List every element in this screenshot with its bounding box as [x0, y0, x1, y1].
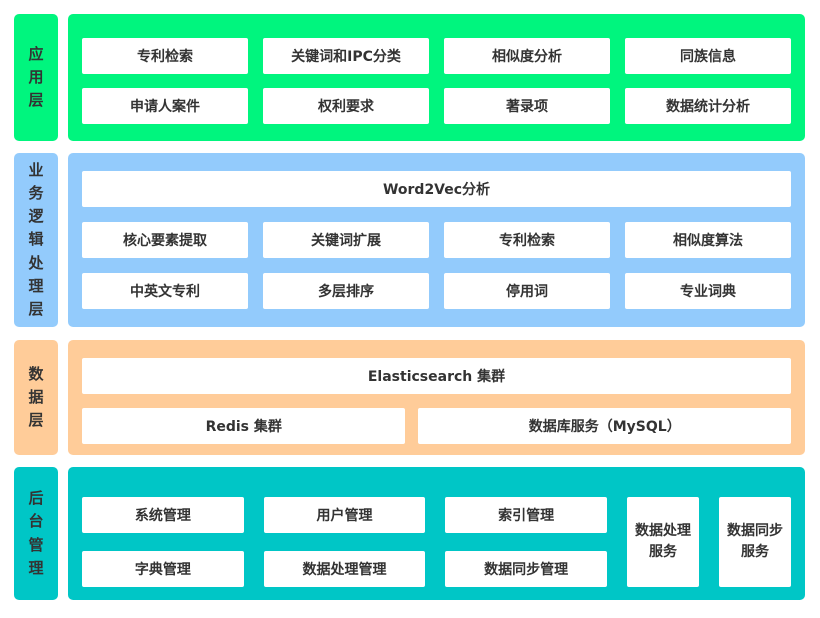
module-core-element-extraction: 核心要素提取: [82, 222, 248, 258]
data-layer-panel: Elasticsearch 集群 Redis 集群 数据库服务（MySQL）: [68, 340, 805, 455]
module-applicant-cases: 申请人案件: [82, 88, 248, 124]
application-layer-panel: 专利检索 关键词和IPC分类 相似度分析 同族信息 申请人案件 权利要求 著录项…: [68, 14, 805, 141]
module-professional-dictionary: 专业词典: [625, 273, 791, 309]
application-layer-label-box: 应用层: [14, 14, 58, 141]
layer-application: 应用层 专利检索 关键词和IPC分类 相似度分析 同族信息 申请人案件 权利要求…: [14, 14, 805, 141]
application-row-1: 专利检索 关键词和IPC分类 相似度分析 同族信息: [82, 38, 791, 74]
logic-row-full: Word2Vec分析: [82, 171, 791, 207]
module-claims: 权利要求: [263, 88, 429, 124]
module-cn-en-patents: 中英文专利: [82, 273, 248, 309]
layer-business-logic: 业务逻辑处理层 Word2Vec分析 核心要素提取 关键词扩展 专利检索 相似度…: [14, 153, 805, 327]
module-elasticsearch-cluster: Elasticsearch 集群: [82, 358, 791, 394]
admin-content: 系统管理 用户管理 索引管理 字典管理 数据处理管理 数据同步管理 数据处理 服…: [82, 497, 791, 587]
module-data-statistics-analysis: 数据统计分析: [625, 88, 791, 124]
module-dictionary-management: 字典管理: [82, 551, 244, 587]
module-keyword-ipc-classification: 关键词和IPC分类: [263, 38, 429, 74]
business-logic-layer-panel: Word2Vec分析 核心要素提取 关键词扩展 专利检索 相似度算法 中英文专利…: [68, 153, 805, 327]
data-row-1: Redis 集群 数据库服务（MySQL）: [82, 408, 791, 444]
module-bibliographic-items: 著录项: [444, 88, 610, 124]
data-layer-label: 数据层: [28, 364, 44, 430]
application-layer-label: 应用层: [28, 44, 44, 110]
module-word2vec-analysis: Word2Vec分析: [82, 171, 791, 207]
module-patent-search: 专利检索: [82, 38, 248, 74]
data-layer-label-box: 数据层: [14, 340, 58, 455]
logic-row-1: 核心要素提取 关键词扩展 专利检索 相似度算法: [82, 222, 791, 258]
module-multi-level-sorting: 多层排序: [263, 273, 429, 309]
module-patent-search-logic: 专利检索: [444, 222, 610, 258]
module-data-sync-service: 数据同步 服务: [719, 497, 791, 587]
data-row-full: Elasticsearch 集群: [82, 358, 791, 394]
business-logic-layer-label-box: 业务逻辑处理层: [14, 153, 58, 327]
module-redis-cluster: Redis 集群: [82, 408, 406, 444]
logic-row-2: 中英文专利 多层排序 停用词 专业词典: [82, 273, 791, 309]
module-data-processing-management: 数据处理管理: [263, 551, 426, 587]
module-index-management: 索引管理: [445, 497, 607, 533]
module-data-processing-service: 数据处理 服务: [627, 497, 699, 587]
business-logic-layer-label: 业务逻辑处理层: [28, 160, 44, 319]
module-stop-words: 停用词: [444, 273, 610, 309]
module-mysql-database-service: 数据库服务（MySQL）: [418, 408, 791, 444]
application-row-2: 申请人案件 权利要求 著录项 数据统计分析: [82, 88, 791, 124]
admin-layer-label-box: 后台管理: [14, 467, 58, 600]
admin-grid: 系统管理 用户管理 索引管理 字典管理 数据处理管理 数据同步管理: [82, 497, 607, 587]
admin-layer-panel: 系统管理 用户管理 索引管理 字典管理 数据处理管理 数据同步管理 数据处理 服…: [68, 467, 805, 600]
module-keyword-expansion: 关键词扩展: [263, 222, 429, 258]
module-user-management: 用户管理: [263, 497, 426, 533]
layer-data: 数据层 Elasticsearch 集群 Redis 集群 数据库服务（MySQ…: [14, 340, 805, 455]
module-system-management: 系统管理: [82, 497, 244, 533]
module-similarity-analysis: 相似度分析: [444, 38, 610, 74]
module-data-sync-management: 数据同步管理: [445, 551, 607, 587]
module-patent-family-info: 同族信息: [625, 38, 791, 74]
module-similarity-algorithm: 相似度算法: [625, 222, 791, 258]
layer-admin: 后台管理 系统管理 用户管理 索引管理 字典管理 数据处理管理 数据同步管理 数…: [14, 467, 805, 600]
admin-layer-label: 后台管理: [28, 489, 44, 577]
